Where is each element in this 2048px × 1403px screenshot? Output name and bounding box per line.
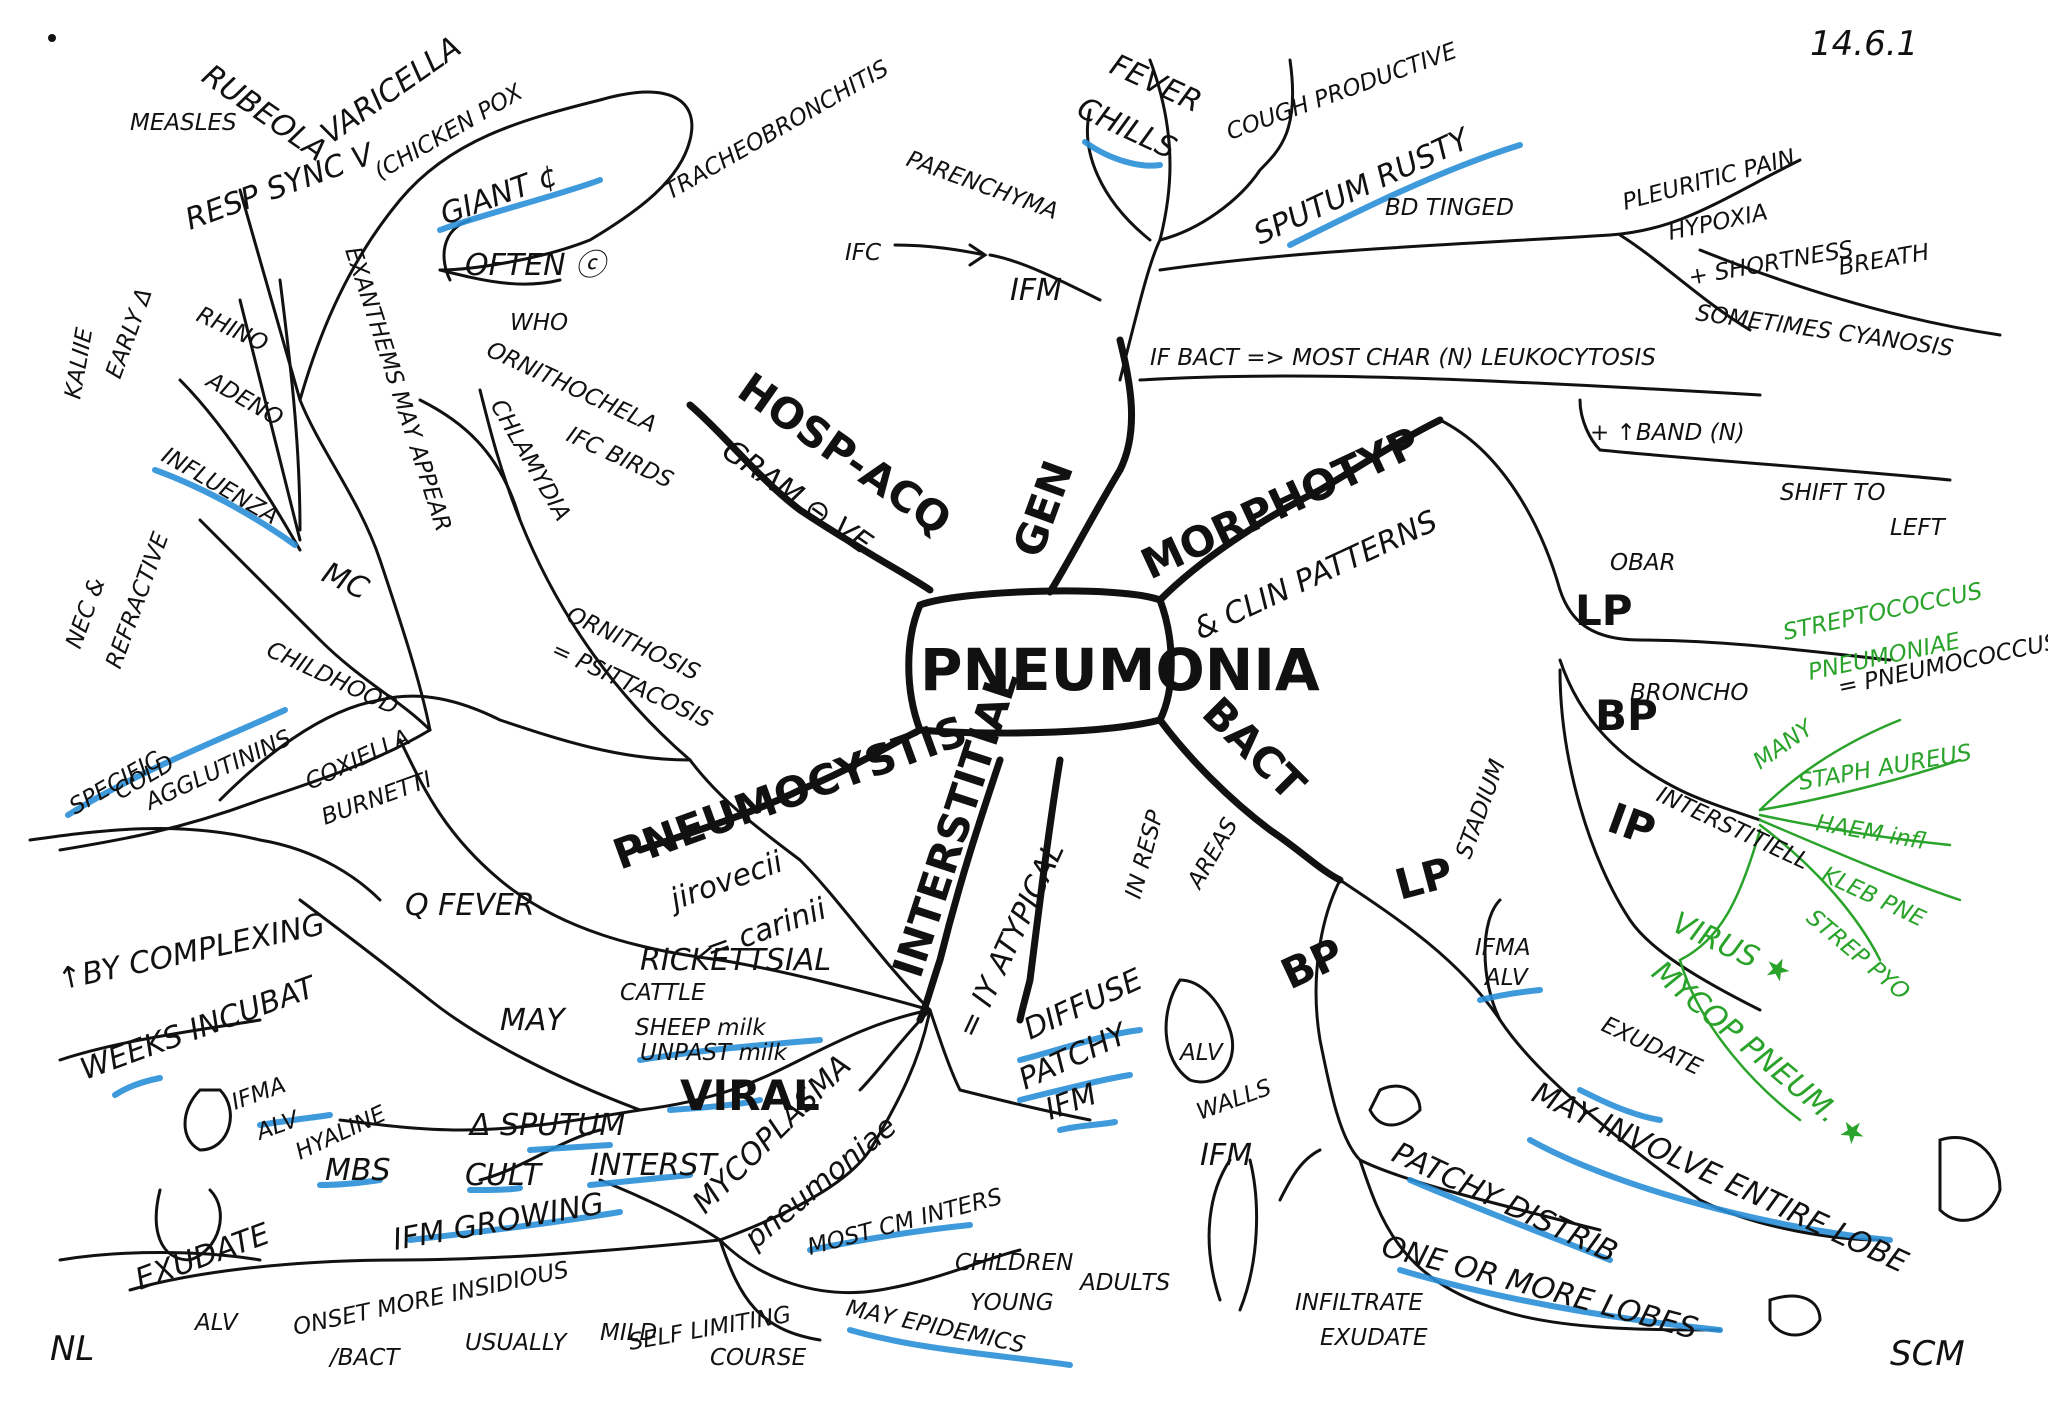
left-usually: USUALLY	[465, 1330, 568, 1356]
left-ifc-birds: IFC BIRDS	[562, 422, 677, 494]
left-cattle: CATTLE	[620, 980, 706, 1006]
left-nec: NEC &	[61, 575, 110, 653]
gen-ifc: IFC	[845, 240, 881, 266]
corner-dot	[48, 34, 56, 42]
left-tracheo: TRACHEOBRONCHITIS	[660, 55, 893, 205]
left-course: COURSE	[710, 1345, 807, 1371]
left-rhino: RHINO	[192, 302, 271, 357]
left-q-fever: Q FEVER	[405, 888, 535, 923]
morpho-lp: LP	[1575, 586, 1633, 635]
morpho-staph: STAPH AUREUS	[1797, 740, 1974, 796]
left-resp-sync: RESP SYNC V	[181, 136, 381, 237]
left-children: CHILDREN	[955, 1250, 1073, 1276]
gen-cyanosis: SOMETIMES CYANOSIS	[1694, 300, 1955, 362]
left-exudate: EXUDATE	[131, 1217, 275, 1298]
morpho-bp: BP	[1595, 691, 1658, 740]
left-young: YOUNG	[970, 1290, 1054, 1316]
left-measles: MEASLES	[130, 110, 237, 136]
gen-cough: COUGH PRODUCTIVE	[1223, 38, 1461, 146]
bact-ifm: IFM	[1200, 1138, 1252, 1173]
gen-parenchyma: PARENCHYMA	[903, 146, 1061, 225]
left-alv2: ALV	[193, 1310, 240, 1336]
left-unpast: UNPAST milk	[640, 1040, 789, 1066]
left-refractive: REFRACTIVE	[101, 529, 174, 672]
left-exanthems: EXANTHEMS MAY APPEAR	[339, 244, 456, 535]
highlight-marks	[65, 139, 1893, 1368]
bact-infiltrate: INFILTRATE	[1295, 1290, 1423, 1316]
left-sputum: Δ SPUTUM	[468, 1108, 625, 1143]
left-influenza: INFLUENZA	[157, 443, 283, 531]
left-interst: INTERST	[590, 1148, 719, 1183]
left-giant: GIANT ¢	[436, 158, 563, 233]
bact-exudate: EXUDATE	[1597, 1012, 1706, 1081]
center-topic: PNEUMONIA	[920, 636, 1320, 704]
bact-alv-small: ALV	[1178, 1040, 1225, 1066]
label-bact: BACT	[1193, 687, 1316, 810]
gen-ifc-arrow	[893, 243, 988, 267]
bact-ifma: IFMA	[1475, 935, 1531, 961]
bact-lp: LP	[1390, 847, 1458, 909]
left-mbs: MBS	[325, 1153, 391, 1188]
bact-in-resp: IN RESP	[1121, 807, 1170, 901]
gen-pleuritic: PLEURITIC PAIN	[1620, 145, 1798, 216]
gen-shortness: + SHORTNESS	[1687, 236, 1856, 291]
left-early: EARLY Δ	[101, 285, 158, 382]
morpho-broncho: BRONCHO	[1630, 680, 1749, 706]
bact-alv: ALV	[1483, 965, 1530, 991]
gen-band: + ↑BAND (N)	[1590, 420, 1745, 446]
bact-stadium: STADIUM	[1451, 756, 1511, 862]
left-bact: /BACT	[328, 1345, 401, 1371]
left-mc: MC	[317, 556, 374, 608]
left-often: OFTEN ⓒ	[465, 248, 609, 283]
branch-lines	[28, 58, 2002, 1342]
date-label: 14.6.1	[1810, 24, 1918, 64]
left-viral: VIRAL	[680, 1071, 820, 1120]
initials-bottom-left: NL	[50, 1329, 94, 1369]
left-who: WHO	[510, 310, 568, 336]
bact-exudate2: EXUDATE	[1320, 1325, 1428, 1351]
initials-bottom-right: SCM	[1890, 1334, 1965, 1374]
gen-bd-tinged: BD TINGED	[1385, 195, 1514, 221]
left-adults: ADULTS	[1078, 1270, 1170, 1296]
left-mild: MILD	[600, 1320, 657, 1346]
left-ifm-growing: IFM GROWING	[390, 1186, 606, 1258]
morpho-lobar: OBAR	[1610, 550, 1676, 576]
morpho-interstitiell: INTERSTITIELL	[1652, 782, 1813, 875]
left-adeno: ADENO	[200, 367, 287, 432]
left-rickettsial: RICKETTSIAL	[640, 943, 831, 978]
morpho-many: MANY	[1749, 714, 1820, 775]
gen-ifm: IFM	[1010, 273, 1062, 308]
left-may: MAY	[500, 1003, 567, 1038]
gen-bact-leuko: IF BACT => MOST CHAR (N) LEUKOCYTOSIS	[1150, 345, 1656, 371]
left-sheep: SHEEP milk	[635, 1015, 767, 1041]
label-gen: GEN	[1003, 454, 1083, 563]
left-cult: CULT	[465, 1158, 544, 1193]
morpho-haem: HAEM infl	[1814, 810, 1928, 855]
left-ifma: IFMA	[228, 1072, 289, 1115]
left-kaliie: KALIIE	[60, 325, 98, 401]
bact-bp: BP	[1274, 928, 1352, 999]
left-onset: ONSET MORE INSIDIOUS	[291, 1257, 571, 1341]
gen-left: LEFT	[1890, 515, 1947, 541]
gen-hypoxia: HYPOXIA	[1666, 199, 1770, 245]
bact-areas: AREAS	[1182, 814, 1244, 895]
gen-shift: SHIFT TO	[1780, 480, 1885, 506]
